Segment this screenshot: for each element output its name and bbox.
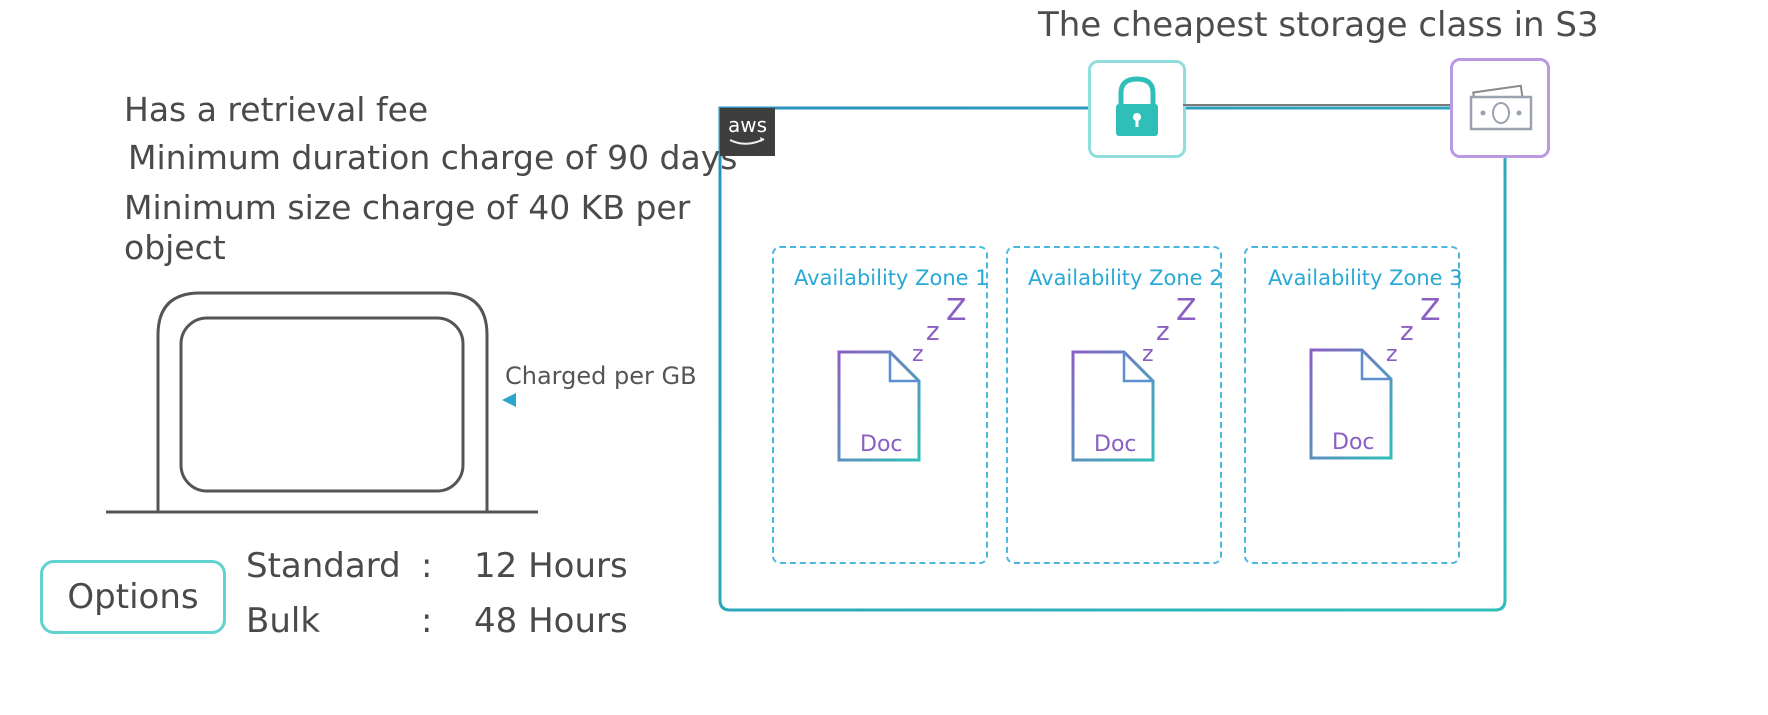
availability-zone-1: Availability Zone 1 z z Z Doc: [772, 246, 989, 564]
svg-text:aws: aws: [728, 113, 767, 137]
option-standard-sep: :: [421, 546, 433, 586]
sleep-z-icon: z z Z: [1142, 296, 1197, 366]
svg-text:z: z: [926, 317, 940, 347]
doc-label: Doc: [860, 432, 903, 457]
document-icon: [837, 350, 921, 462]
option-standard-name: Standard: [246, 546, 401, 586]
aws-cloud-frame: [718, 106, 1507, 612]
zone-label: Availability Zone 2: [1028, 266, 1223, 290]
svg-text:z: z: [1386, 342, 1398, 366]
lock-icon: [1116, 76, 1158, 136]
options-box: Options: [40, 560, 226, 634]
option-bulk-name: Bulk: [246, 601, 321, 641]
charged-per-gb-label: Charged per GB: [505, 362, 697, 390]
money-icon: [1469, 84, 1533, 131]
connector-line: [1183, 104, 1450, 106]
doc-label: Doc: [1094, 432, 1137, 457]
lock-icon-box: [1088, 60, 1186, 158]
option-bulk-time: 48 Hours: [474, 601, 628, 641]
sleep-z-icon: z z Z: [912, 296, 967, 366]
fact-minimum-size: Minimum size charge of 40 KB per object: [124, 188, 691, 267]
option-bulk-sep: :: [421, 601, 433, 641]
svg-text:z: z: [1156, 317, 1170, 347]
zone-label: Availability Zone 1: [794, 266, 989, 290]
document-icon: [1071, 350, 1155, 462]
fact-retrieval-fee: Has a retrieval fee: [124, 90, 429, 129]
money-icon-box: [1450, 58, 1550, 158]
aws-logo: aws: [728, 113, 767, 145]
zone-label: Availability Zone 3: [1268, 266, 1463, 290]
doc-label: Doc: [1332, 430, 1375, 455]
availability-zone-3: Availability Zone 3 z z Z Doc: [1244, 246, 1463, 564]
option-standard-time: 12 Hours: [474, 546, 628, 586]
page-title: The cheapest storage class in S3: [1038, 5, 1599, 45]
svg-text:z: z: [1142, 342, 1154, 366]
availability-zone-2: Availability Zone 2 z z Z Doc: [1006, 246, 1223, 564]
svg-text:Z: Z: [1176, 296, 1197, 328]
transfer-arrow: [502, 393, 705, 407]
sleep-z-icon: z z Z: [1386, 296, 1441, 366]
svg-text:z: z: [912, 342, 924, 366]
svg-text:Z: Z: [1420, 296, 1441, 328]
svg-text:z: z: [1400, 317, 1414, 347]
svg-text:Z: Z: [946, 296, 967, 328]
fact-minimum-duration: Minimum duration charge of 90 days: [128, 138, 738, 177]
laptop-icon: [106, 291, 538, 514]
document-icon: [1309, 348, 1393, 460]
